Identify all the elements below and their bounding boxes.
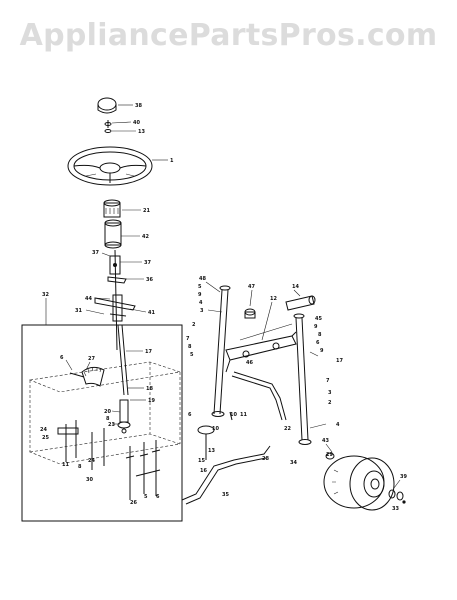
callout-35: 35 [222, 492, 229, 498]
callout-36: 36 [146, 277, 153, 283]
callout-5: 5 [198, 284, 202, 290]
steering-shaft-lower [94, 294, 136, 396]
detail-inset-box [21, 324, 183, 522]
callout-28: 28 [262, 456, 269, 462]
callout-38: 38 [135, 103, 142, 109]
callout-13: 13 [138, 129, 145, 135]
callout-9: 9 [198, 292, 202, 298]
callout-6: 6 [156, 494, 160, 500]
callout-18: 18 [146, 386, 153, 392]
callout-29: 29 [326, 452, 333, 458]
callout-21: 21 [143, 208, 150, 214]
callout-46: 46 [246, 360, 253, 366]
callout-43: 43 [322, 438, 329, 444]
callout-37: 37 [144, 260, 151, 266]
spacer-part [244, 308, 256, 319]
callout-4: 4 [199, 300, 203, 306]
callout-41: 41 [148, 310, 155, 316]
callout-32: 32 [42, 292, 49, 298]
callout-2: 2 [192, 322, 196, 328]
callout-9: 9 [314, 324, 318, 330]
leader-lines [65, 104, 401, 489]
callout-34: 34 [290, 460, 297, 466]
callout-10: 10 [212, 426, 219, 432]
watermark-text: AppliancePartsPros.com [19, 18, 438, 53]
callout-12: 12 [270, 296, 277, 302]
wheel-hardware-part [388, 489, 406, 504]
callout-15: 15 [198, 458, 205, 464]
callout-labels: 38 40 13 1 21 42 37 37 36 44 31 41 32 17… [40, 103, 407, 512]
front-wheel-part [323, 455, 395, 511]
callout-31: 31 [75, 308, 82, 314]
callout-3: 3 [328, 390, 332, 396]
callout-23: 23 [108, 422, 115, 428]
callout-44: 44 [85, 296, 92, 302]
callout-11: 11 [240, 412, 247, 418]
callout-2: 2 [328, 400, 332, 406]
callout-11: 11 [62, 462, 69, 468]
callout-7: 7 [326, 378, 330, 384]
callout-20: 20 [104, 409, 111, 415]
callout-33: 33 [392, 506, 399, 512]
steering-drag-link-part [181, 411, 271, 505]
callout-26: 26 [130, 500, 137, 506]
callout-1: 1 [170, 158, 174, 164]
callout-13: 13 [208, 448, 215, 454]
callout-27: 27 [88, 356, 95, 362]
callout-6: 6 [60, 355, 64, 361]
steering-hub-part [103, 199, 121, 218]
callout-7: 7 [186, 336, 190, 342]
callout-45: 45 [315, 316, 322, 322]
callout-40: 40 [133, 120, 140, 126]
tie-rod-part [231, 371, 287, 421]
callout-4: 4 [336, 422, 340, 428]
cap-retainer-part [104, 120, 112, 133]
callout-8: 8 [318, 332, 322, 338]
right-spindle-part [293, 313, 312, 445]
inset-frame-part [28, 361, 181, 465]
callout-14: 14 [292, 284, 299, 290]
callout-5: 5 [144, 494, 148, 500]
hub-cap-part [325, 452, 335, 460]
steering-bushing-part [104, 219, 122, 249]
steering-cap-part [97, 97, 117, 114]
callout-19: 19 [148, 398, 155, 404]
left-spindle-part [211, 285, 231, 417]
callout-8: 8 [106, 416, 110, 422]
callout-24: 24 [40, 427, 47, 433]
steering-shaft-upper [107, 249, 127, 351]
callout-8: 8 [188, 344, 192, 350]
callout-30: 30 [86, 477, 93, 483]
pinion-shaft-part [117, 399, 131, 434]
callout-8: 8 [78, 464, 82, 470]
callout-6: 6 [188, 412, 192, 418]
callout-25: 25 [42, 435, 49, 441]
callout-24: 24 [88, 458, 95, 464]
axle-bolt-part [285, 295, 316, 311]
sector-gear-part [69, 366, 105, 387]
callout-47: 47 [248, 284, 255, 290]
callout-22: 22 [284, 426, 291, 432]
callout-37: 37 [92, 250, 99, 256]
callout-17: 17 [145, 349, 152, 355]
inset-bolts-part [57, 420, 161, 500]
callout-9: 9 [320, 348, 324, 354]
callout-6: 6 [316, 340, 320, 346]
steering-wheel-part [67, 146, 153, 186]
callout-3: 3 [200, 308, 204, 314]
callout-16: 16 [200, 468, 207, 474]
callout-5: 5 [190, 352, 194, 358]
callout-39: 39 [400, 474, 407, 480]
callout-48: 48 [199, 276, 206, 282]
front-axle-part [225, 323, 297, 373]
callout-42: 42 [142, 234, 149, 240]
callout-10: 10 [230, 412, 237, 418]
callout-17: 17 [336, 358, 343, 364]
